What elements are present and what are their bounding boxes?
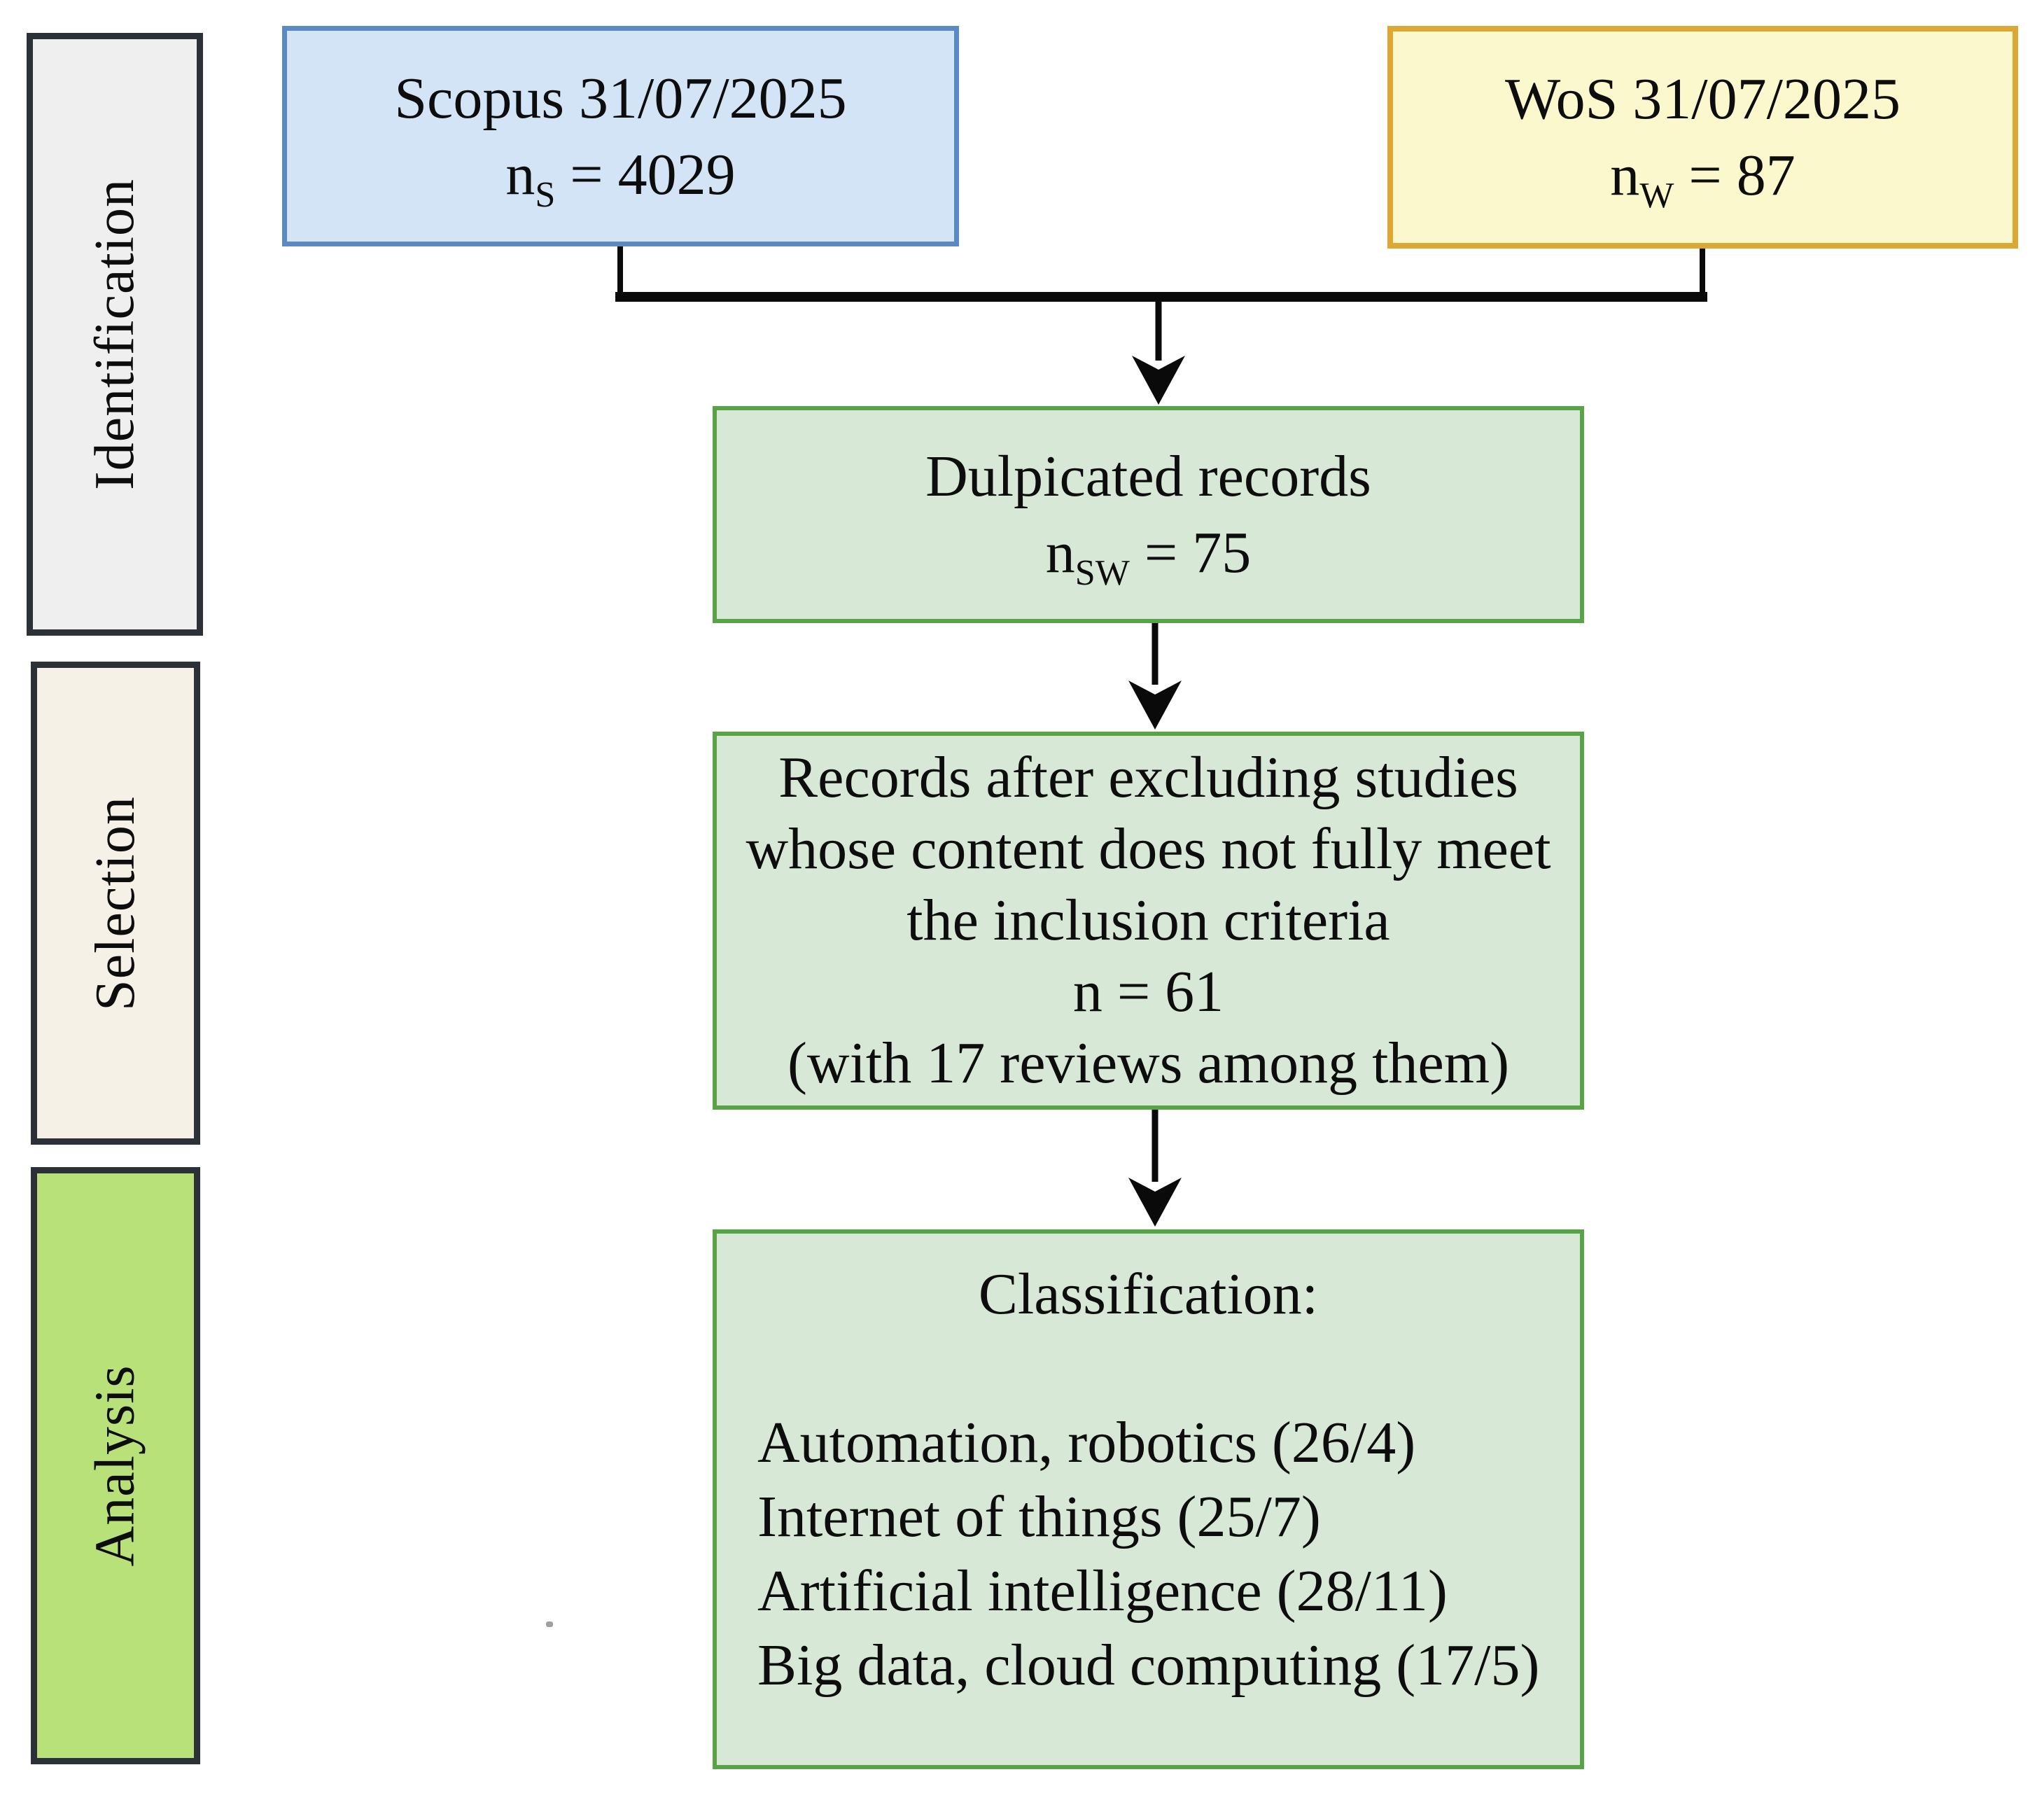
stage-box-selection: Selection [31,662,200,1145]
wos-title: WoS 31/07/2025 [1505,67,1900,132]
exclusion-count: n = 61 [1072,959,1224,1024]
classification-item: Big data, cloud computing (17/5) [757,1633,1540,1698]
records-after-exclusion-box: Records after excluding studies whose co… [713,732,1584,1110]
stage-label-analysis: Analysis [84,1365,146,1567]
scopus-title: Scopus 31/07/2025 [394,65,847,131]
stage-box-analysis: Analysis [31,1167,200,1764]
stray-artifact-dot [546,1621,553,1627]
arrow-to-classification-head-icon [1128,1178,1182,1227]
scopus-count: nS = 4029 [505,137,735,213]
wos-source-box: WoS 31/07/2025 nW = 87 [1387,26,2018,249]
duplicates-n-subscript: SW [1074,552,1130,593]
wos-n-value: = 87 [1674,143,1795,208]
scopus-source-box: Scopus 31/07/2025 nS = 4029 [282,26,959,246]
classification-item: Automation, robotics (26/4) [757,1410,1416,1475]
exclusion-line: whose content does not fully meet [746,816,1551,881]
classification-item: Artificial intelligence (28/11) [757,1558,1448,1624]
scopus-n-subscript: S [535,174,556,215]
wos-count: nW = 87 [1610,137,1795,214]
scopus-n-base: n [505,141,536,207]
stage-label-selection: Selection [84,795,146,1011]
exclusion-line: the inclusion criteria [906,888,1390,953]
duplicates-title: Dulpicated records [925,444,1371,509]
wos-n-base: n [1610,143,1640,208]
scopus-n-value: = 4029 [555,141,736,207]
classification-items: Automation, robotics (26/4) Internet of … [717,1406,1580,1703]
stage-label-identification: Identification [83,179,146,490]
arrow-to-selection-head-icon [1128,681,1182,730]
duplicates-count: nSW = 75 [1046,515,1252,591]
classification-title: Classification: [978,1262,1319,1327]
exclusion-note: (with 17 reviews among them) [787,1031,1510,1096]
stage-box-identification: Identification [27,33,203,636]
classification-item: Internet of things (25/7) [757,1484,1321,1549]
wos-n-subscript: W [1639,175,1674,216]
exclusion-line: Records after excluding studies [778,745,1518,810]
classification-box: Classification: Automation, robotics (26… [713,1229,1584,1769]
arrow-to-duplicates-head-icon [1132,356,1185,405]
duplicates-n-value: = 75 [1129,520,1252,585]
duplicated-records-box: Dulpicated records nSW = 75 [713,406,1584,623]
duplicates-n-base: n [1045,520,1075,585]
